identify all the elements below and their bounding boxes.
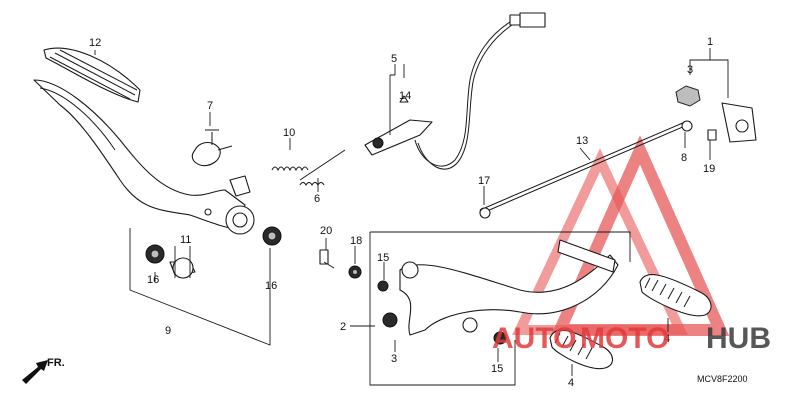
brake-pedal xyxy=(33,79,255,235)
callout-10: 10 xyxy=(283,127,295,139)
watermark-word-auto: AUTO xyxy=(492,322,576,355)
callout-1: 1 xyxy=(707,36,713,48)
front-indicator-label: FR. xyxy=(47,357,65,369)
callout-4-bottom: 4 xyxy=(568,377,574,389)
brake-switch xyxy=(364,95,433,156)
callout-11: 11 xyxy=(180,234,191,246)
callout-2: 2 xyxy=(340,321,346,333)
callout-20: 20 xyxy=(320,225,332,237)
callout-15-lower: 15 xyxy=(491,363,503,375)
callout-18: 18 xyxy=(350,235,362,247)
callout-17: 17 xyxy=(478,175,490,187)
callout-7: 7 xyxy=(207,100,213,112)
watermark-text: AUTO MOTO HUB xyxy=(492,322,771,355)
watermark-word-moto: MOTO xyxy=(580,322,669,355)
callout-13: 13 xyxy=(576,135,588,147)
wire-harness xyxy=(414,12,546,170)
pedal-pad xyxy=(43,47,141,103)
callout-4-right: 4 xyxy=(664,333,670,345)
callout-16-right: 16 xyxy=(265,280,277,292)
callout-6: 6 xyxy=(314,193,320,205)
watermark-word-hub: HUB xyxy=(706,322,771,355)
footpeg-rubbers xyxy=(549,274,712,370)
diagram-code: MCV8F2200 xyxy=(697,374,748,384)
callout-14: 14 xyxy=(399,90,411,102)
callout-8: 8 xyxy=(681,152,687,164)
callout-15-upper: 15 xyxy=(377,252,389,264)
front-arrow: FR. xyxy=(22,357,65,384)
bushings xyxy=(145,226,282,279)
callout-12: 12 xyxy=(89,37,101,49)
rod-joint xyxy=(675,85,757,143)
bolts xyxy=(319,249,362,279)
pedal-spring xyxy=(191,129,233,167)
callout-3-lower: 3 xyxy=(391,353,397,365)
footpeg-bracket xyxy=(377,207,619,345)
callout-16-left: 16 xyxy=(147,274,159,286)
leader-lines xyxy=(94,48,729,386)
return-springs xyxy=(271,149,346,186)
callout-9: 9 xyxy=(165,325,171,337)
callouts: 12 7 10 6 5 14 1 3 8 19 13 17 11 16 16 9… xyxy=(89,36,715,389)
callout-5: 5 xyxy=(391,53,397,65)
callout-3-upper: 3 xyxy=(687,64,693,76)
callout-19: 19 xyxy=(703,163,715,175)
